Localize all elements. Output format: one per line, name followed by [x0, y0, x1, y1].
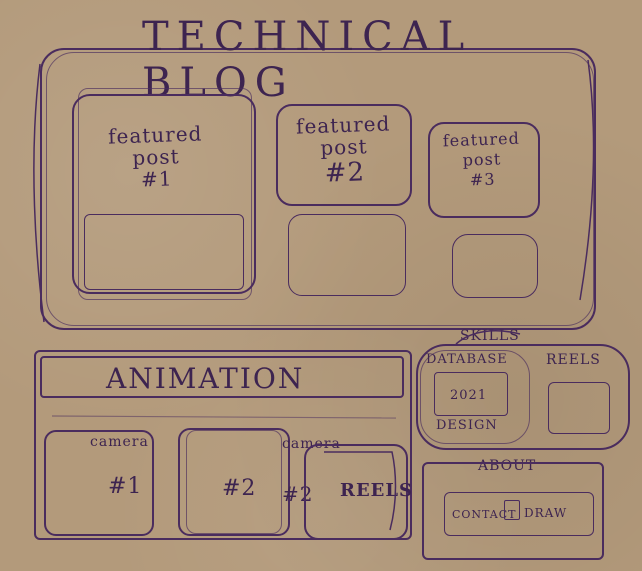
animation-card-1-top: camera	[90, 434, 149, 450]
skills-left-item[interactable]	[434, 372, 508, 416]
featured-card-2-line3: #2	[324, 157, 366, 189]
animation-card-3-label: #2	[282, 482, 314, 506]
animation-header-bar[interactable]	[40, 356, 404, 398]
featured-card-1-line3: #1	[140, 166, 173, 192]
skills-left-label: DATABASE	[426, 352, 508, 367]
skills-panel-outline	[420, 350, 530, 444]
featured-card-2-thumb	[288, 214, 406, 296]
about-inner-panel	[444, 492, 594, 536]
featured-card-2[interactable]	[276, 104, 412, 206]
animation-title: ANIMATION	[106, 362, 305, 395]
skills-inner-label: 2021	[450, 388, 488, 403]
featured-card-1-text: featured post #1	[95, 121, 217, 192]
skills-right-label: REELS	[546, 352, 601, 368]
skills-panel[interactable]	[416, 344, 630, 450]
featured-card-3[interactable]	[428, 122, 540, 218]
animation-card-4-label: REELS	[340, 480, 414, 501]
animation-card-1-label: #1	[108, 474, 143, 499]
featured-card-3-line1: featured	[442, 128, 521, 151]
about-draw-button[interactable]	[504, 500, 520, 520]
about-draw-label: DRAW	[524, 506, 568, 520]
featured-card-1-outline	[78, 88, 252, 300]
animation-section	[34, 350, 412, 540]
animation-card-2-label: #2	[222, 476, 257, 501]
skills-right-item[interactable]	[548, 382, 610, 434]
featured-card-1[interactable]	[72, 94, 256, 294]
about-contact-button[interactable]: CONTACT	[452, 508, 517, 521]
animation-card-2-outline	[186, 430, 282, 534]
about-panel	[422, 462, 604, 560]
featured-card-3-text: featured post #3	[433, 128, 531, 191]
animation-card-1[interactable]	[44, 430, 154, 536]
animation-card-4[interactable]	[304, 444, 408, 540]
featured-card-2-text: featured post #2	[289, 111, 399, 189]
featured-card-3-line3: #3	[469, 169, 496, 190]
featured-card-1-thumb	[84, 214, 244, 290]
skills-title: SKILLS	[460, 328, 520, 344]
featured-card-3-thumb	[452, 234, 538, 298]
animation-card-3-top: camera	[282, 436, 341, 452]
animation-card-2[interactable]	[178, 428, 290, 536]
page-title: TECHNICAL BLOG	[142, 14, 473, 106]
skills-bottom-label: DESIGN	[436, 418, 498, 433]
